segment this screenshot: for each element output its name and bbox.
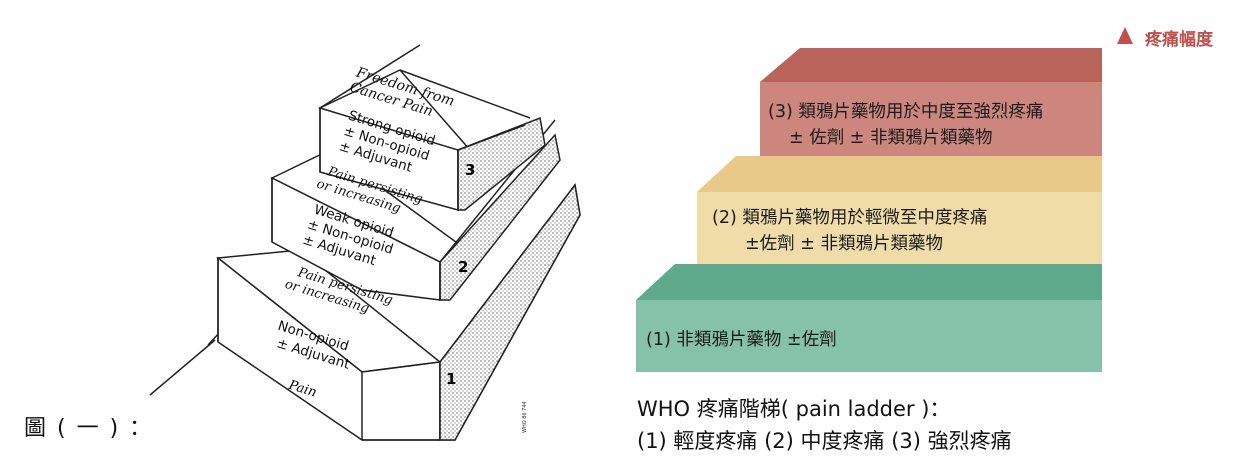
figure-label: 圖 ( 一 ) ：	[24, 416, 154, 441]
step3-text-line1: (3) 類鴉片藥物用於中度至強烈疼痛	[768, 102, 1044, 122]
pain-axis-arrowhead	[1117, 27, 1133, 44]
ladder-step-3-block	[317, 69, 546, 211]
pain-axis-label: 疼痛幅度	[1145, 30, 1213, 50]
who-stamp: WHO 86 744	[522, 401, 528, 433]
step3-text: (3) 類鴉片藥物用於中度至強烈疼痛 ± 佐劑 ± 非類鴉片類藥物	[768, 99, 1043, 151]
step2-text: (2) 類鴉片藥物用於輕微至中度疼痛 ±佐劑 ± 非類鴉片類藥物	[712, 205, 987, 257]
step1-text: (1) 非類鴉片藥物 ±佐劑	[646, 327, 837, 353]
ladder-step-2-block	[270, 119, 561, 301]
caption-line1: WHO 疼痛階梯( pain ladder )：	[637, 397, 951, 421]
step2-top-face	[697, 156, 1102, 192]
who-ladder-illustration: Freedom from Cancer Pain Strong opioid ±…	[149, 44, 581, 441]
step3-text-line2: ± 佐劑 ± 非類鴉片類藥物	[789, 128, 993, 148]
step2-number: 2	[458, 258, 468, 276]
step2-text-line1: (2) 類鴉片藥物用於輕微至中度疼痛	[712, 208, 988, 228]
ladder-step-1-block	[216, 183, 581, 441]
step2-text-line2: ±佐劑 ± 非類鴉片類藥物	[745, 234, 943, 254]
step1-number: 1	[446, 370, 456, 388]
step1-top-face	[636, 264, 1102, 300]
step3-top-face	[760, 48, 1102, 82]
step3-number: 3	[465, 161, 475, 179]
caption-line2: (1) 輕度疼痛 (2) 中度疼痛 (3) 強烈疼痛	[637, 429, 1012, 453]
step1-text-line1: (1) 非類鴉片藥物 ±佐劑	[646, 330, 837, 350]
